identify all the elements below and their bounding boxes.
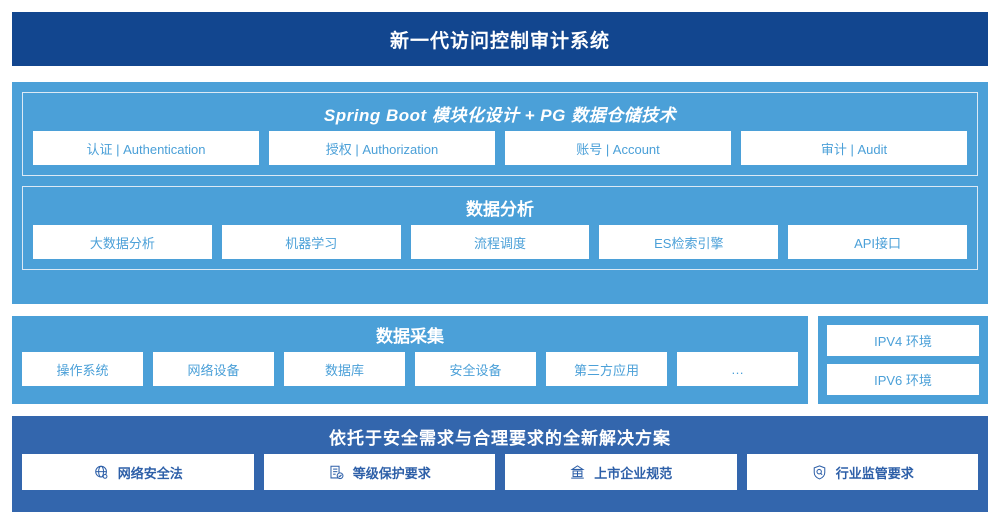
chip-database[interactable]: 数据库 (284, 352, 405, 386)
chip-label: 大数据分析 (89, 235, 155, 251)
chip-label: 上市企业规范 (594, 465, 673, 481)
chip-label: 行业监管要求 (835, 465, 914, 481)
chip-authorization[interactable]: 授权 | Authorization (269, 131, 495, 165)
chip-label: 数据库 (324, 362, 364, 378)
chip-ipv4-environment[interactable]: IPV4 环境 (827, 325, 979, 356)
platform-chip-row: 认证 | Authentication 授权 | Authorization 账… (33, 131, 967, 165)
data-collection-chip-row: 操作系统 网络设备 数据库 安全设备 第三方应用 … (22, 352, 798, 386)
chip-label: 安全设备 (449, 362, 502, 378)
chip-label: … (731, 361, 744, 377)
globe-icon (93, 464, 110, 481)
ip-environment-panel: IPV4 环境 IPV6 环境 (818, 316, 988, 404)
analysis-band: 数据分析 大数据分析 机器学习 流程调度 ES检索引擎 API接口 (22, 186, 978, 270)
chip-api-interface[interactable]: API接口 (788, 225, 967, 259)
chip-label: IPV6 环境 (874, 373, 932, 388)
chip-label: 等级保护要求 (352, 465, 431, 481)
chip-security-device[interactable]: 安全设备 (415, 352, 536, 386)
shield-search-icon (811, 464, 828, 481)
chip-label: 网络设备 (187, 362, 240, 378)
analysis-band-title: 数据分析 (466, 200, 534, 219)
chip-process-scheduling[interactable]: 流程调度 (410, 225, 590, 259)
chip-audit[interactable]: 审计 | Audit (741, 131, 967, 165)
chip-label: 账号 | Account (576, 141, 660, 157)
solution-title: 依托于安全需求与合理要求的全新解决方案 (329, 429, 671, 448)
chip-label: 认证 | Authentication (86, 141, 206, 157)
chip-network-device[interactable]: 网络设备 (153, 352, 274, 386)
data-collection-title: 数据采集 (376, 327, 444, 346)
chip-label: 网络安全法 (117, 465, 183, 481)
chip-label: 审计 | Audit (820, 141, 888, 157)
chip-label: ES检索引擎 (654, 235, 724, 251)
chip-label: 授权 | Authorization (325, 141, 439, 157)
chip-operating-system[interactable]: 操作系统 (22, 352, 143, 386)
platform-band: Spring Boot 模块化设计 + PG 数据仓储技术 认证 | Authe… (22, 92, 978, 176)
chip-label: API接口 (854, 235, 902, 251)
data-collection-panel: 数据采集 操作系统 网络设备 数据库 安全设备 第三方应用 … (12, 316, 808, 404)
chip-cybersecurity-law[interactable]: 网络安全法 (22, 454, 254, 490)
platform-band-title: Spring Boot 模块化设计 + PG 数据仓储技术 (323, 106, 677, 125)
chip-more[interactable]: … (677, 352, 798, 386)
chip-machine-learning[interactable]: 机器学习 (221, 225, 401, 259)
chip-label: 机器学习 (285, 235, 338, 251)
solution-chip-row: 网络安全法 等级保护要求 (22, 454, 978, 490)
header-bar: 新一代访问控制审计系统 (12, 12, 988, 66)
chip-big-data-analysis[interactable]: 大数据分析 (33, 225, 212, 259)
chip-account[interactable]: 账号 | Account (505, 131, 731, 165)
chip-listed-company-standards[interactable]: 上市企业规范 (505, 454, 737, 490)
document-check-icon (328, 464, 345, 481)
chip-label: 第三方应用 (573, 362, 639, 378)
chip-third-party-application[interactable]: 第三方应用 (546, 352, 667, 386)
chip-label: 流程调度 (473, 235, 526, 251)
chip-label: 操作系统 (56, 362, 109, 378)
page-title: 新一代访问控制审计系统 (389, 30, 610, 52)
chip-es-search-engine[interactable]: ES检索引擎 (599, 225, 779, 259)
chip-industry-regulation[interactable]: 行业监管要求 (746, 454, 978, 490)
analysis-chip-row: 大数据分析 机器学习 流程调度 ES检索引擎 API接口 (33, 225, 967, 259)
solution-panel: 依托于安全需求与合理要求的全新解决方案 网络安全法 (12, 416, 988, 512)
architecture-panel: Spring Boot 模块化设计 + PG 数据仓储技术 认证 | Authe… (12, 82, 988, 304)
chip-label: IPV4 环境 (874, 334, 932, 349)
chip-authentication[interactable]: 认证 | Authentication (33, 131, 259, 165)
bank-icon (569, 464, 586, 481)
chip-classified-protection[interactable]: 等级保护要求 (263, 454, 495, 490)
chip-ipv6-environment[interactable]: IPV6 环境 (827, 364, 979, 395)
